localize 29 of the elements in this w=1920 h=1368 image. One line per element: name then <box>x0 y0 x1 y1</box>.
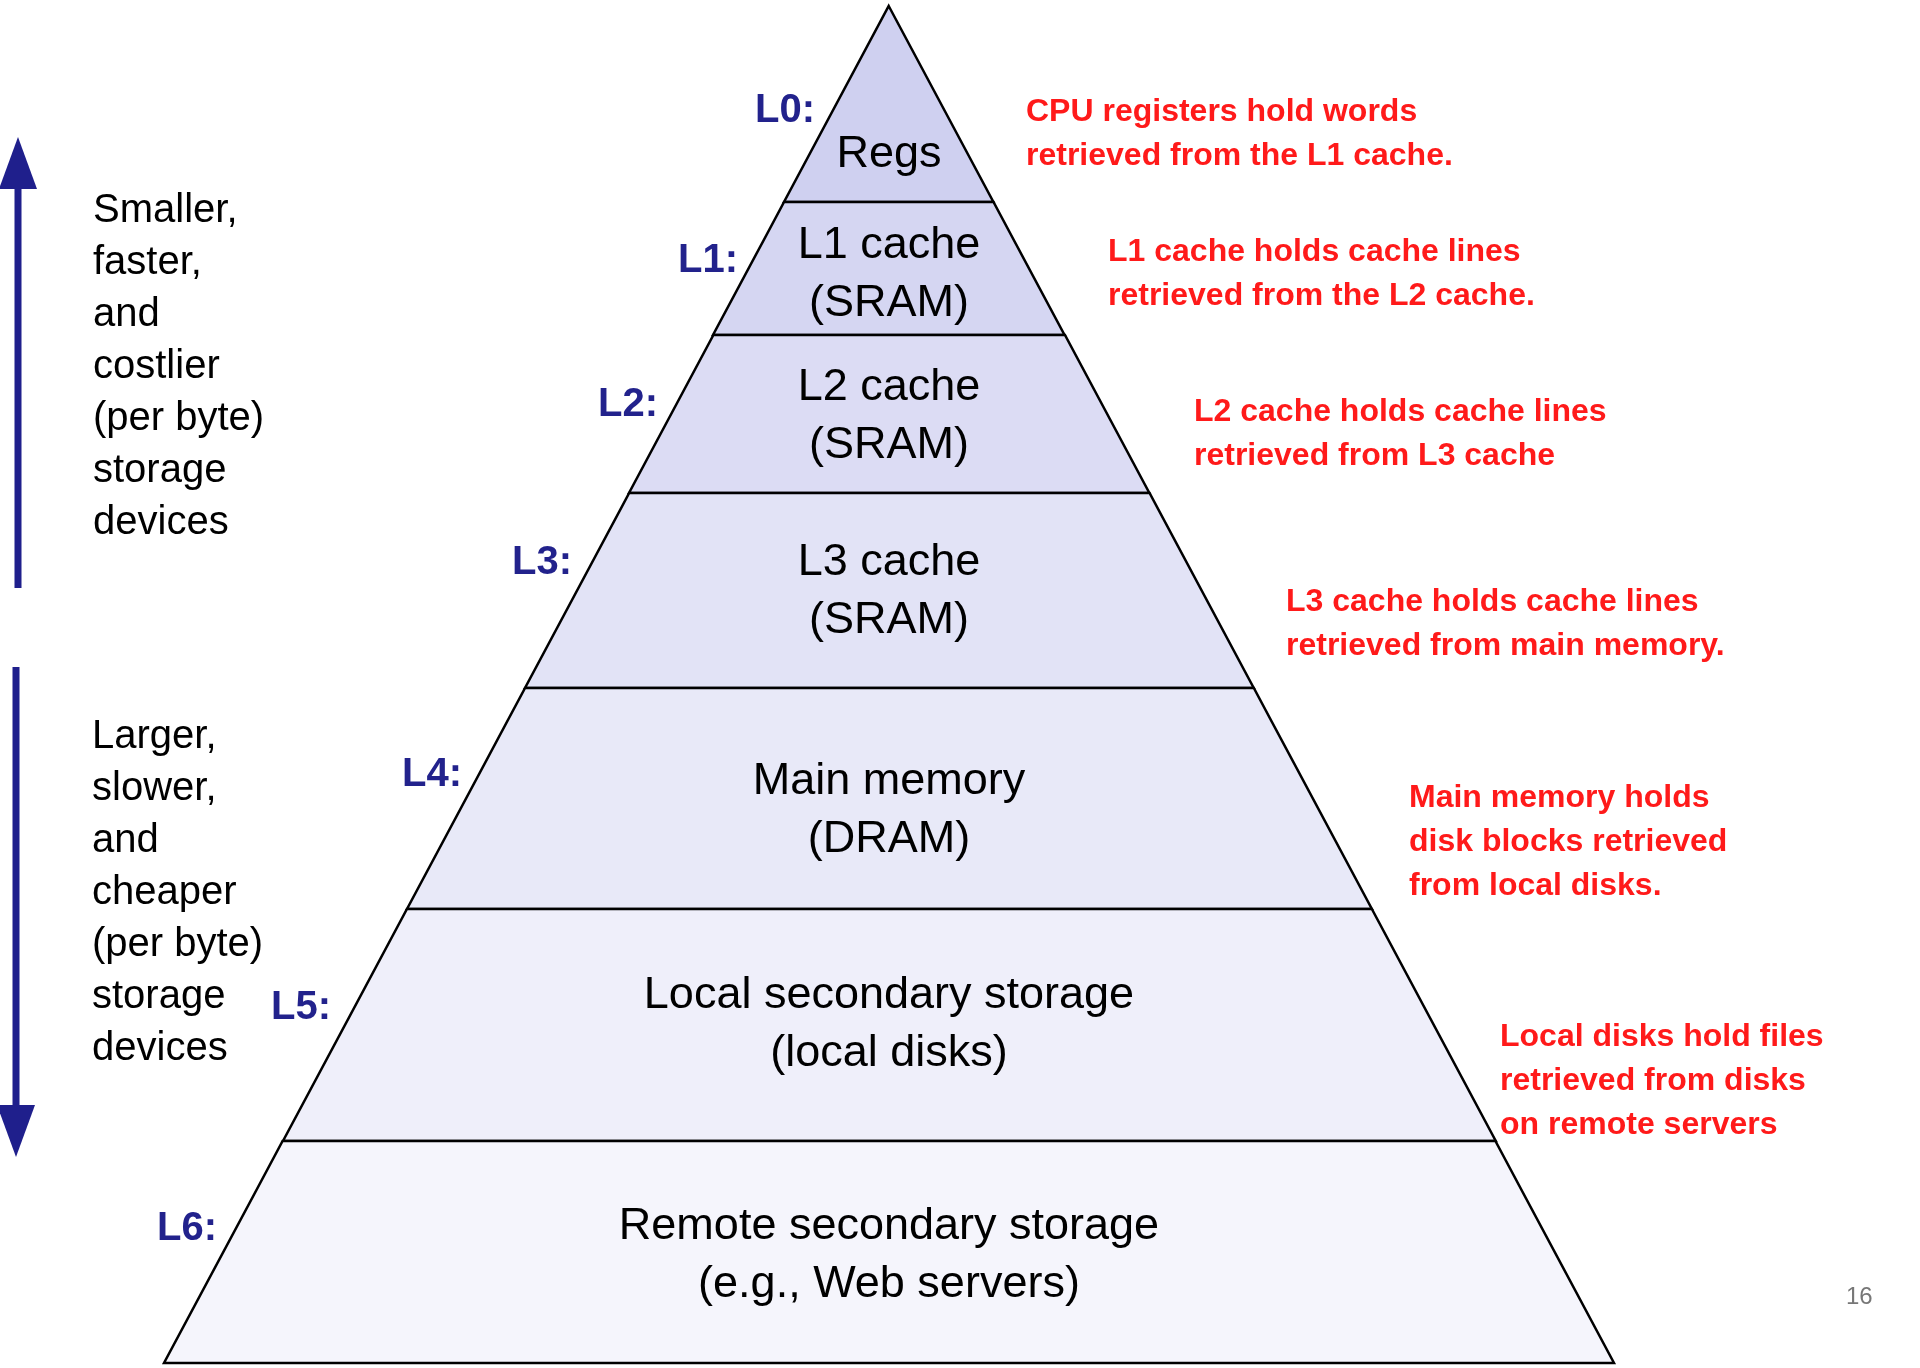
level-description: L2 cache holds cache lines retrieved from L3 cache <box>1194 391 1608 474</box>
level-name: (SRAM) <box>809 274 969 328</box>
level-name: (DRAM) <box>807 810 971 864</box>
level-description: CPU registers hold words retrieved from the L1 cache. <box>1026 91 1454 174</box>
level-label: L6: <box>157 1204 217 1249</box>
level-description: Main memory holds disk blocks retrieved from local disks. <box>1409 777 1729 904</box>
level-name: L3 cache <box>797 533 981 587</box>
note-text: Smaller, faster, and costlier (per byte) storage devices <box>93 185 266 544</box>
level-label: L3: <box>512 538 572 583</box>
level-description: L3 cache holds cache lines retrieved from main memory. <box>1286 581 1726 664</box>
level-name: L1 cache <box>797 216 981 270</box>
level-name: (e.g., Web servers) <box>698 1255 1080 1309</box>
level-name: Regs <box>836 125 942 179</box>
level-description: Local disks hold files retrieved from disks on remote servers <box>1500 1016 1825 1143</box>
level-name: L2 cache <box>797 358 981 412</box>
level-name: Remote secondary storage <box>618 1197 1160 1251</box>
level-label: L0: <box>755 86 815 131</box>
level-name: (SRAM) <box>809 416 969 470</box>
level-label: L2: <box>598 380 658 425</box>
note-text: Larger, slower, and cheaper (per byte) storage devices <box>92 711 265 1070</box>
level-name: (SRAM) <box>809 591 969 645</box>
page-number: 16 <box>1846 1282 1873 1310</box>
level-label: L1: <box>678 236 738 281</box>
level-name: Local secondary storage <box>643 966 1135 1020</box>
level-name: (local disks) <box>770 1024 1008 1078</box>
level-label: L5: <box>271 983 331 1028</box>
level-name: Main memory <box>752 752 1026 806</box>
level-description: L1 cache holds cache lines retrieved from the L2 cache. <box>1108 231 1536 314</box>
level-label: L4: <box>402 750 462 795</box>
